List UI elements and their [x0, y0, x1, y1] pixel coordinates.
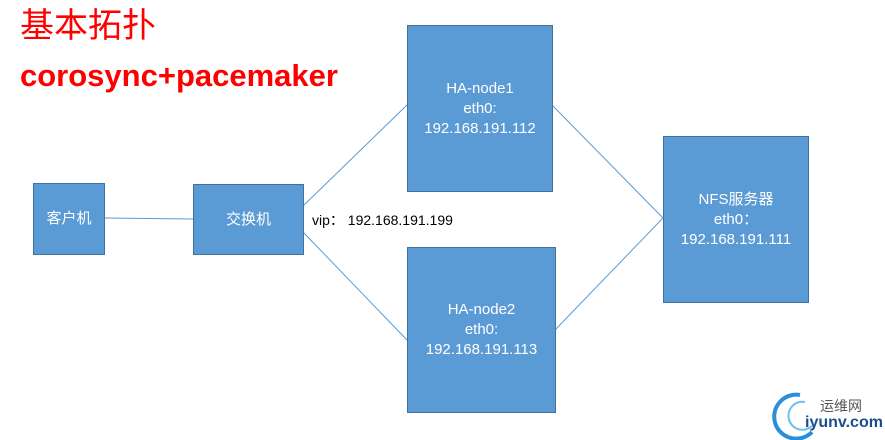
node1-ip: 192.168.191.112 — [424, 119, 536, 137]
nfs-iface: eth0： — [713, 210, 759, 228]
node1-iface: eth0: — [463, 99, 497, 117]
node2-name: HA-node2 — [447, 301, 516, 318]
link-switch-node2 — [302, 231, 408, 341]
nfs-ip: 192.168.191.111 — [680, 230, 792, 248]
ha-node2: HA-node2 eth0: 192.168.191.113 — [407, 247, 556, 413]
diagram-subtitle: corosync+pacemaker — [20, 58, 338, 93]
watermark-cn: 运维网 — [820, 398, 862, 414]
node1-name: HA-node1 — [446, 79, 514, 97]
client-label: 客户机 — [46, 210, 92, 227]
node2-iface: eth0: — [464, 321, 499, 338]
watermark-en: iyunv.com — [805, 414, 883, 431]
switch-label: 交换机 — [225, 210, 271, 228]
vip-label: vip： 192.168.191.199 — [312, 212, 453, 228]
link-node1-nfs — [551, 104, 664, 219]
switch-node: 交换机 — [193, 184, 304, 255]
nfs-server: NFS服务器 eth0： 192.168.191.111 — [663, 136, 809, 303]
link-switch-node1 — [302, 104, 408, 207]
link-node2-nfs — [554, 217, 664, 331]
ha-node1: HA-node1 eth0: 192.168.191.112 — [407, 25, 553, 192]
nfs-name: NFS服务器 — [698, 190, 774, 208]
client-node: 客户机 — [33, 183, 105, 255]
link-client-switch — [103, 217, 194, 220]
node2-ip: 192.168.191.113 — [425, 341, 538, 358]
diagram-title: 基本拓扑 — [20, 6, 156, 46]
